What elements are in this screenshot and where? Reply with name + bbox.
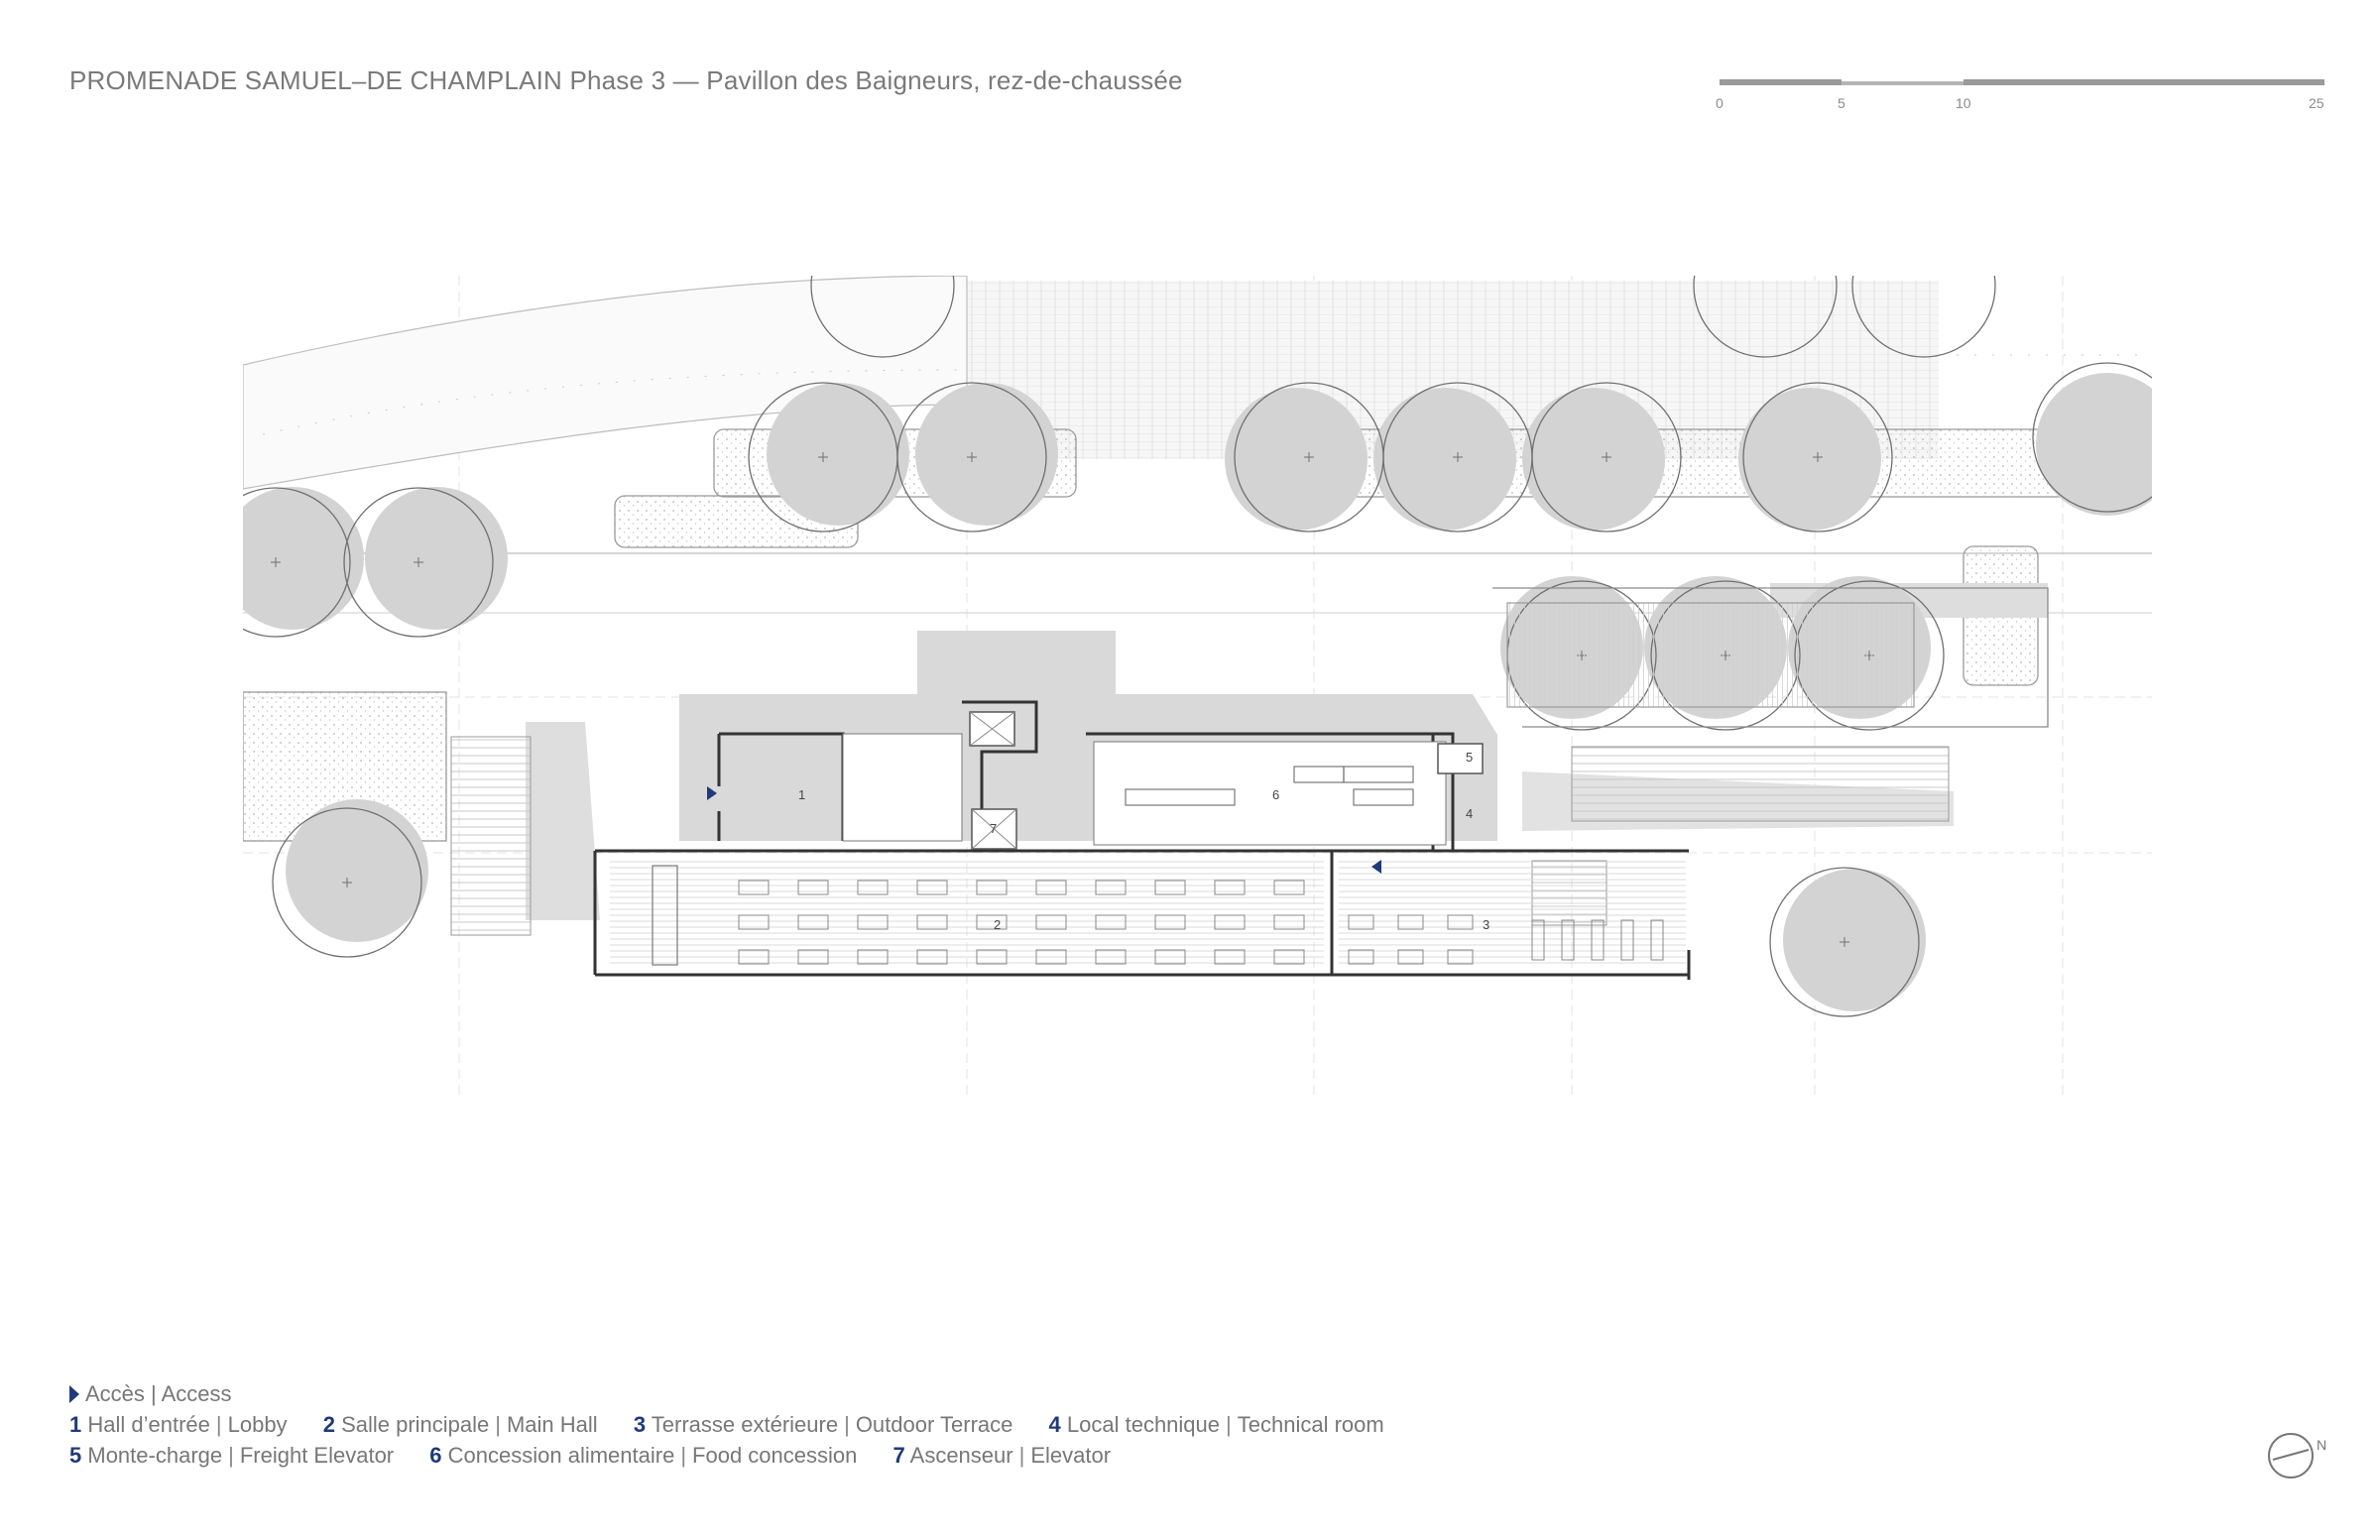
legend-access-label: Accès | Access (85, 1381, 232, 1406)
floor-plan: 1 2 3 4 5 6 7 (243, 276, 2152, 1099)
page-title: PROMENADE SAMUEL–DE CHAMPLAIN Phase 3 — … (69, 65, 1183, 95)
legend-en: Outdoor Terrace (855, 1412, 1013, 1437)
legend-access: Accès | Access (69, 1378, 1414, 1409)
legend-item: 2 Salle principale|Main Hall (322, 1412, 598, 1437)
access-icon (69, 1385, 79, 1403)
legend-num: 3 (633, 1412, 647, 1437)
legend: Accès | Access 1 Hall d’entrée|Lobby 2 S… (69, 1378, 1414, 1471)
legend-fr: Monte-charge (87, 1443, 223, 1468)
legend-fr: Ascenseur (909, 1443, 1013, 1468)
legend-item: 5 Monte-charge|Freight Elevator (69, 1443, 395, 1468)
legend-fr: Salle principale (341, 1412, 490, 1437)
legend-fr: Hall d’entrée (87, 1412, 210, 1437)
legend-num: 6 (429, 1443, 442, 1468)
scale-tick-label: 10 (1956, 95, 1971, 111)
legend-item: 1 Hall d’entrée|Lobby (69, 1412, 288, 1437)
room-number: 7 (990, 821, 997, 836)
room-number: 6 (1272, 787, 1279, 802)
north-label: N (2317, 1437, 2326, 1453)
legend-num: 1 (69, 1412, 82, 1437)
legend-num: 2 (322, 1412, 335, 1437)
scale-tick-label: 0 (1716, 95, 1724, 111)
legend-num: 7 (892, 1443, 905, 1468)
legend-fr: Local technique (1066, 1412, 1221, 1437)
legend-en: Elevator (1030, 1443, 1112, 1468)
room-number: 4 (1466, 806, 1473, 821)
scale-bar: 0 5 10 25 (1716, 77, 2324, 117)
legend-fr: Terrasse extérieure (651, 1412, 839, 1437)
room-number: 3 (1483, 917, 1489, 932)
scale-segment (1842, 81, 1964, 85)
legend-en: Technical room (1237, 1412, 1384, 1437)
legend-en: Main Hall (506, 1412, 598, 1437)
legend-num: 4 (1048, 1412, 1061, 1437)
legend-item: 4 Local technique|Technical room (1048, 1412, 1384, 1437)
room-number: 5 (1466, 750, 1473, 765)
scale-segment (1964, 79, 2324, 85)
legend-row: 5 Monte-charge|Freight Elevator 6 Conces… (69, 1440, 1414, 1471)
legend-fr: Concession alimentaire (447, 1443, 675, 1468)
room-number: 1 (798, 787, 805, 802)
legend-item: 7 Ascenseur|Elevator (892, 1443, 1112, 1468)
legend-item: 3 Terrasse extérieure|Outdoor Terrace (633, 1412, 1013, 1437)
legend-en: Lobby (227, 1412, 288, 1437)
room-number: 2 (994, 917, 1001, 932)
legend-en: Freight Elevator (239, 1443, 395, 1468)
north-arrow-icon: N (2268, 1433, 2326, 1479)
legend-en: Food concession (692, 1443, 858, 1468)
legend-row: 1 Hall d’entrée|Lobby 2 Salle principale… (69, 1409, 1414, 1440)
scale-segment (1720, 79, 1842, 85)
legend-num: 5 (69, 1443, 82, 1468)
scale-tick-label: 25 (2309, 95, 2324, 111)
scale-tick-label: 5 (1838, 95, 1845, 111)
legend-item: 6 Concession alimentaire|Food concession (429, 1443, 858, 1468)
